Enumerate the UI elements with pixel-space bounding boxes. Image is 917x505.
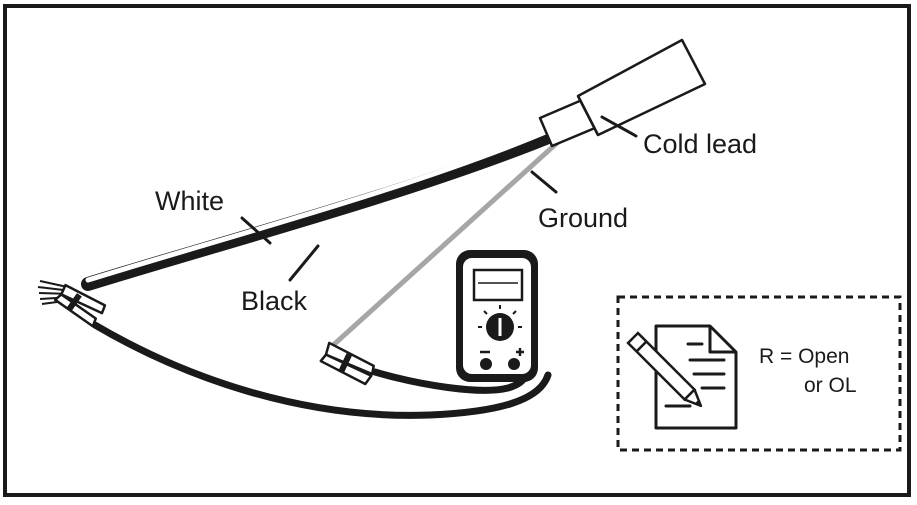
diagram-frame — [3, 4, 911, 497]
multimeter-icon — [456, 250, 538, 382]
cold-lead-leader — [600, 115, 638, 138]
label-cold-lead: Cold lead — [643, 129, 757, 159]
cold-lead-sleeve — [538, 38, 707, 148]
cable-pair — [81, 125, 565, 291]
note-line-1: R = Open — [759, 345, 849, 368]
ground-alligator-clip-icon — [319, 341, 375, 386]
ground-leader — [530, 170, 558, 194]
label-black: Black — [241, 286, 308, 316]
leader-lines — [240, 115, 638, 282]
document-pencil-icon — [626, 324, 738, 430]
left-alligator-clip-icon — [53, 283, 107, 328]
black-leader — [288, 244, 320, 282]
white-leader — [240, 216, 272, 245]
ground-wire — [328, 131, 570, 350]
label-ground: Ground — [538, 203, 628, 233]
result-box — [616, 295, 902, 452]
label-white: White — [155, 186, 224, 216]
black-test-lead — [91, 321, 552, 419]
note-line-2: or OL — [804, 374, 857, 397]
